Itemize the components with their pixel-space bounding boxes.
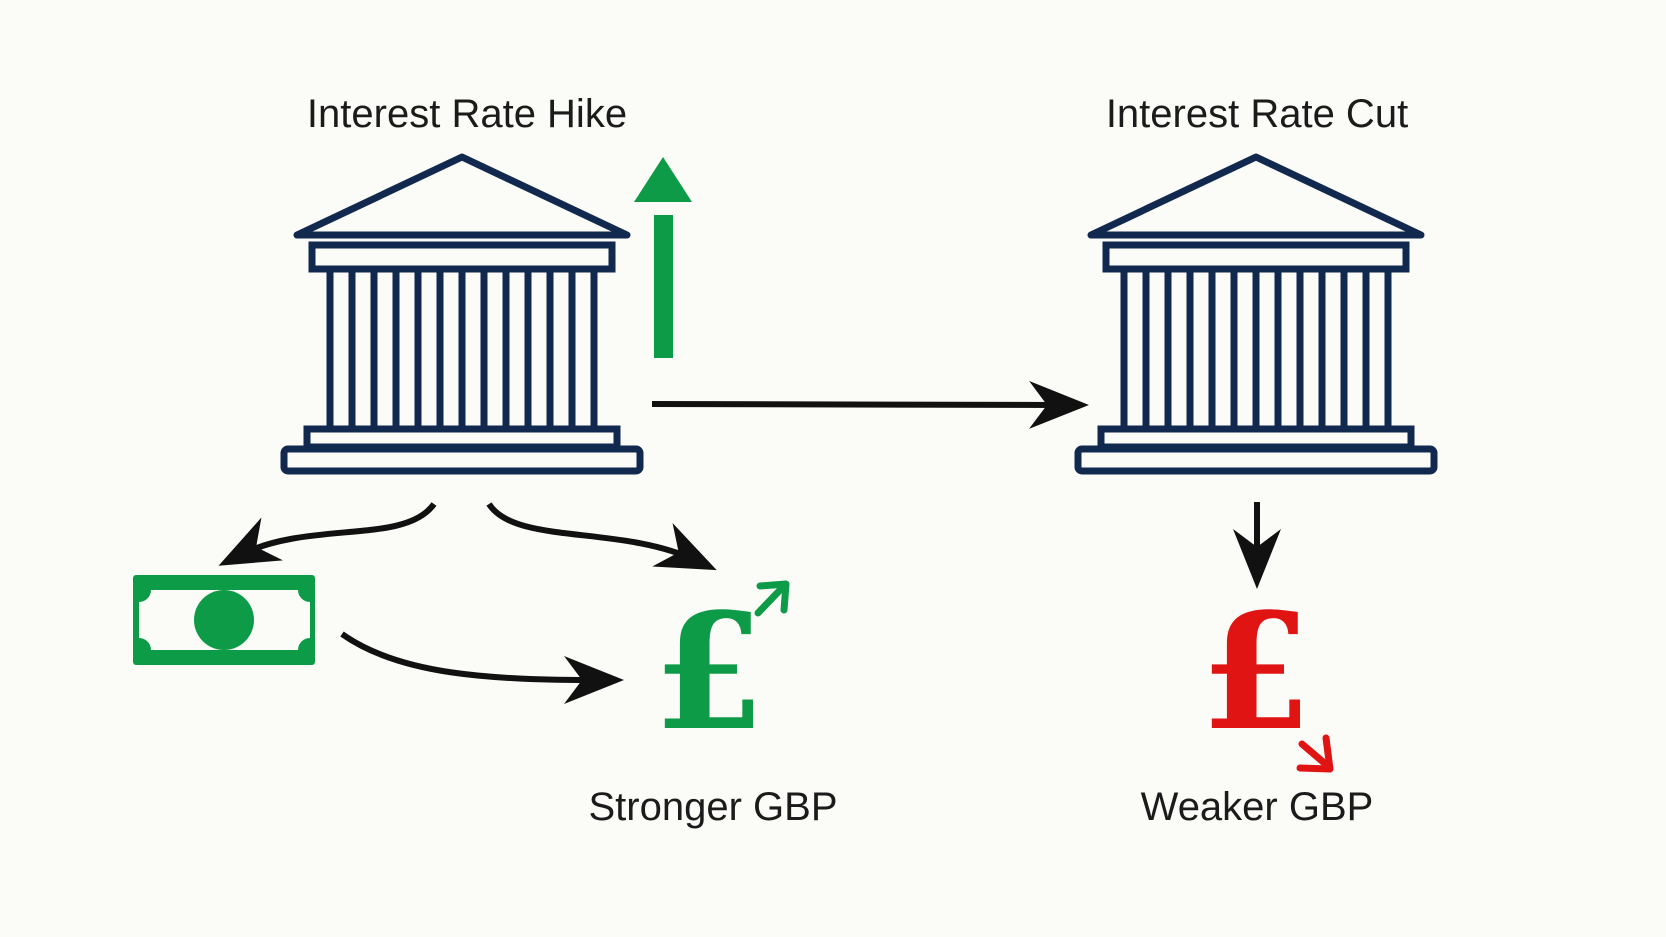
pound-up-arrow-icon xyxy=(754,580,790,617)
money-to-pound-arrow xyxy=(340,631,624,704)
weaker-gbp-label: Weaker GBP xyxy=(1140,785,1374,829)
weak-pound-icon: £ xyxy=(1200,578,1312,766)
cut-title: Interest Rate Cut xyxy=(1105,92,1409,136)
hike-to-cut-arrow xyxy=(651,380,1089,429)
cut-bank-icon xyxy=(1078,157,1434,471)
bank-to-pound-arrow xyxy=(486,502,717,571)
pound-down-arrow-icon xyxy=(1296,734,1334,773)
hike-title: Interest Rate Hike xyxy=(306,92,628,136)
bank-to-money-arrow xyxy=(218,502,437,566)
strong-pound-icon: £ xyxy=(653,578,765,766)
hike-bank-icon xyxy=(284,157,640,471)
stronger-gbp-label: Stronger GBP xyxy=(588,785,838,829)
banknote-icon xyxy=(133,575,315,665)
arrow-up-icon xyxy=(634,157,692,358)
